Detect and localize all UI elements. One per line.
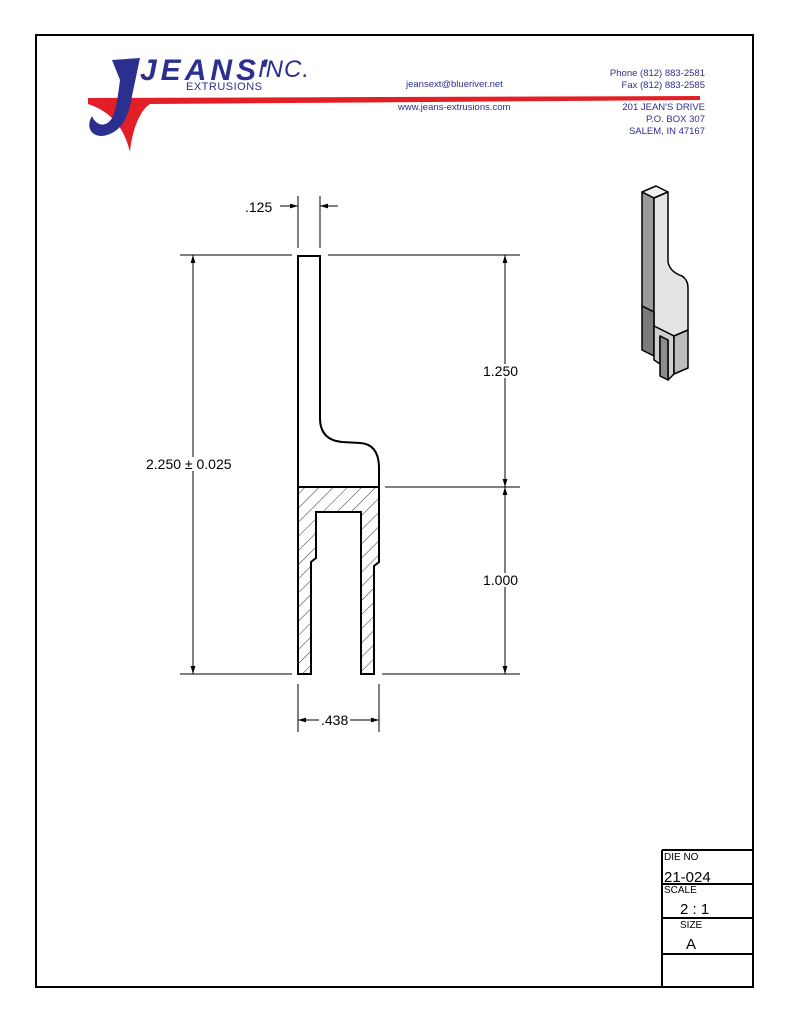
scale-value: 2 : 1 — [680, 901, 710, 918]
drawing-border — [35, 34, 754, 988]
contact-website: www.jeans-extrusions.com — [398, 102, 511, 113]
dimension-lines — [190, 203, 508, 723]
contact-phone: Phone (812) 883-2581 — [609, 68, 705, 79]
extension-lines — [180, 196, 520, 732]
contact-address-line2: P.O. BOX 307 — [646, 114, 705, 125]
dim-upper-height-label: 1.250 — [481, 363, 521, 379]
die-no-label: DIE NO — [664, 852, 699, 863]
contact-address-line3: SALEM, IN 47167 — [628, 126, 705, 137]
contact-fax: Fax (812) 883-2585 — [621, 80, 705, 91]
size-label: SIZE — [680, 920, 703, 931]
logo-name: JEANS' — [140, 54, 272, 87]
contact-email: jeansext@blueriver.net — [406, 79, 503, 90]
logo-suffix: INC. — [258, 56, 310, 83]
dim-lower-height-label: 1.000 — [481, 572, 521, 588]
dim-width-label: .438 — [319, 712, 351, 728]
size-value: A — [686, 936, 697, 953]
profile-upper — [297, 255, 380, 487]
title-block-lines — [661, 849, 754, 988]
logo-swoosh-icon — [88, 58, 700, 152]
dim-thickness-label: .125 — [243, 199, 275, 215]
logo-subtitle: EXTRUSIONS — [186, 81, 263, 93]
isometric-part-view-icon — [641, 185, 689, 381]
scale-label: SCALE — [664, 885, 697, 896]
die-no-value: 21-024 — [664, 869, 711, 886]
dim-total-height-label: 2.250 ± 0.025 — [144, 456, 234, 472]
contact-address-line1: 201 JEAN'S DRIVE — [622, 102, 705, 113]
profile-section-hatched — [297, 486, 380, 675]
